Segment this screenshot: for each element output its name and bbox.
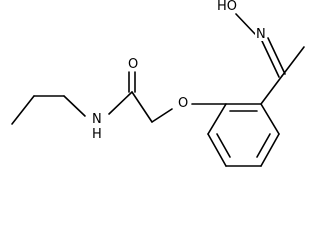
amide-nitrogen-label: N [91,112,103,127]
ring-inner-2 [256,133,271,158]
bond-c-ring [260,75,283,105]
ring-bond-5 [207,103,227,135]
bond-ch2-c [131,91,153,123]
ring-bond-4 [207,133,227,167]
bond-o-ch2 [151,108,173,123]
bond-skeleton [11,13,305,167]
ring-bond-1 [260,103,280,135]
ring-bond-2 [260,133,280,167]
bond-c-methyl [281,46,305,77]
bond-n-c-double-b [267,37,286,75]
oxime-nitrogen-label: N [255,27,267,42]
hydroxyl-label: HO [216,0,239,14]
structure-diagram: HO N O O N H [11,0,305,167]
bond-n-c-double-a [261,40,280,78]
bond-c2-c3 [11,95,35,125]
amide-hydrogen-label: H [91,127,103,142]
bond-n-c1 [63,95,86,117]
ring-inner-3 [216,133,231,158]
carbonyl-oxygen-label: O [127,57,140,72]
bond-o-n [235,13,256,35]
ether-oxygen-label: O [177,96,190,111]
bond-c-n [108,91,133,115]
